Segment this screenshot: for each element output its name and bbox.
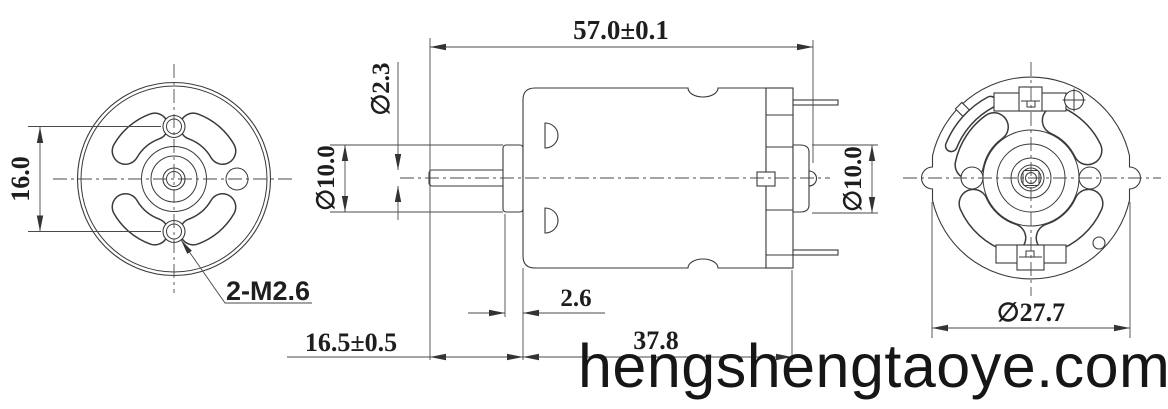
body-vent-upper bbox=[544, 122, 559, 149]
dim-mounting-hole-spacing: 16.0 bbox=[6, 156, 35, 202]
dim-bushing-diameter: ∅10.0 bbox=[840, 146, 867, 212]
front-boss bbox=[502, 144, 524, 213]
rear-bushing bbox=[792, 144, 810, 213]
dim-shaft-diameter: ∅2.3 bbox=[368, 62, 395, 115]
rear-view: ∅27.7 bbox=[903, 62, 1161, 338]
rim-notch-se bbox=[1092, 236, 1106, 250]
rear-vent-slots bbox=[944, 95, 1104, 253]
dim-case-length: 37.8 bbox=[633, 326, 679, 355]
dim-bushing-dia-graphics bbox=[812, 144, 878, 214]
dim-shaft-graphics bbox=[394, 62, 402, 220]
end-cap-lines bbox=[766, 114, 793, 256]
screw-head bbox=[1062, 88, 1086, 112]
dim-277-graphics bbox=[931, 202, 1131, 338]
rear-bushing-dome bbox=[808, 170, 817, 187]
dim-bottom-graphics bbox=[287, 268, 793, 362]
front-view: 16.0 2-M2.6 bbox=[6, 64, 312, 306]
watermark-text: hengshengtaoye.com bbox=[578, 332, 1168, 400]
terminal-pin-top bbox=[792, 99, 839, 106]
dim-shaft-extension: 16.5±0.5 bbox=[305, 328, 397, 357]
dim-case-diameter: ∅27.7 bbox=[997, 298, 1065, 327]
terminal-pin-bottom bbox=[792, 249, 839, 256]
dim-boss-dia-graphics bbox=[330, 144, 503, 213]
callout-mounting-holes: 2-M2.6 bbox=[226, 276, 310, 306]
brush-holder-top bbox=[993, 86, 1067, 112]
body-vent-lower bbox=[544, 207, 559, 234]
dim-16-graphics bbox=[28, 126, 161, 232]
dim-26-graphics bbox=[468, 214, 605, 317]
dim-57-graphics bbox=[429, 38, 814, 360]
callout-leader bbox=[180, 239, 312, 304]
dim-boss-diameter: ∅10.0 bbox=[313, 145, 340, 211]
side-view: 57.0±0.1 ∅2.3 ∅10.0 ∅10.0 bbox=[287, 15, 878, 362]
front-vent-slots bbox=[111, 112, 237, 246]
dim-overall-length: 57.0±0.1 bbox=[573, 15, 669, 45]
dim-boss-width: 2.6 bbox=[560, 285, 591, 312]
rear-shaft-end bbox=[756, 171, 776, 187]
